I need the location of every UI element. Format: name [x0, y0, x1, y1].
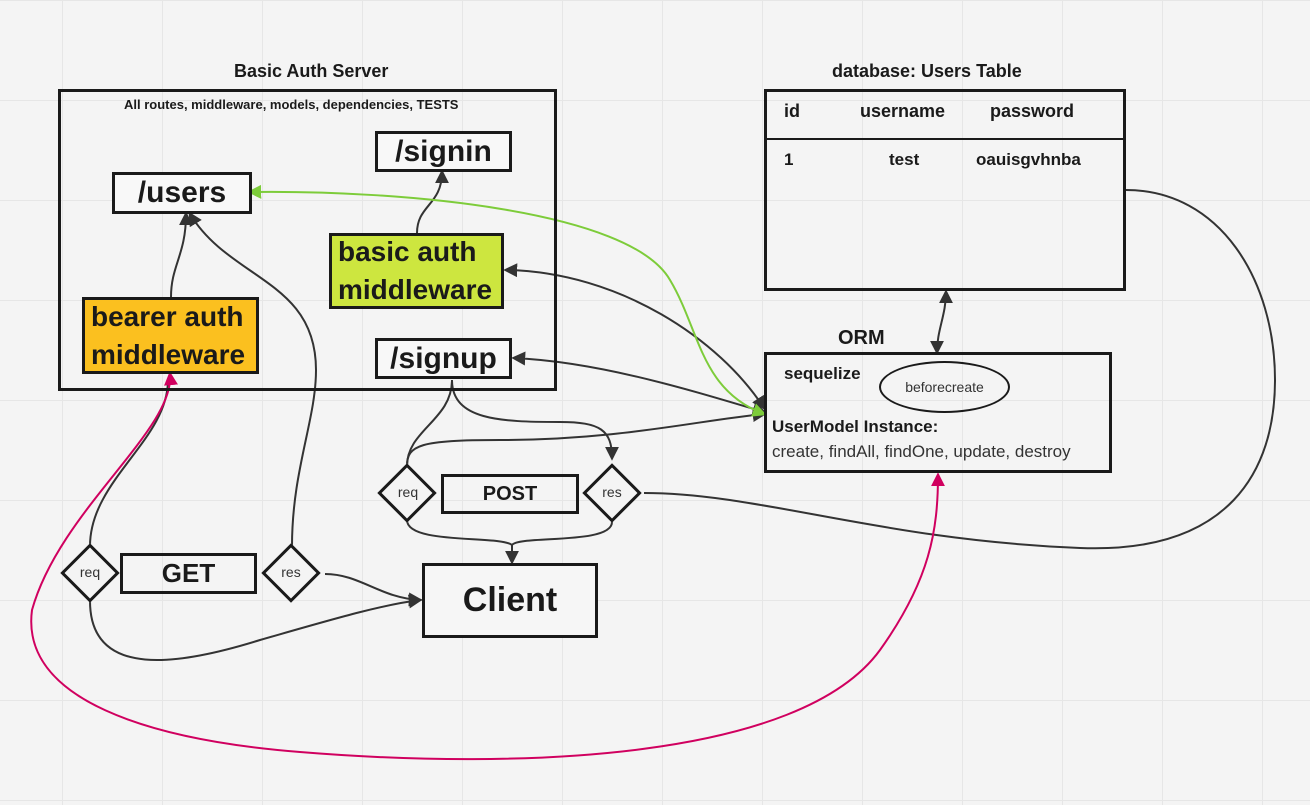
bearer-auth-line2: middleware: [91, 338, 246, 370]
get-req-label: req: [79, 564, 101, 580]
cell-username: test: [889, 150, 920, 169]
route-signup[interactable]: /signup: [375, 338, 512, 379]
get-res-label: res: [281, 564, 301, 580]
route-users[interactable]: /users: [112, 172, 252, 214]
connector-orm-to-database: [930, 289, 953, 355]
users-table: [764, 89, 1126, 291]
connector-post-req-to-client: [406, 519, 513, 546]
column-header-id: id: [784, 101, 800, 121]
connector-post-res-to-database: [643, 189, 1277, 550]
usermodel-methods: create, findAll, findOne, update, destro…: [772, 442, 1071, 461]
usermodel-instance-label: UserModel Instance:: [772, 417, 939, 436]
table-header-divider: [767, 138, 1123, 140]
bearer-auth-middleware[interactable]: bearer auth middleware: [82, 297, 259, 374]
column-header-username: username: [860, 101, 946, 121]
connector-get-req-to-client: [89, 594, 423, 662]
server-subtitle: All routes, middleware, models, dependen…: [124, 97, 459, 112]
bearer-auth-line1: bearer auth: [91, 300, 244, 332]
orm-title: ORM: [838, 327, 885, 349]
post-method-box[interactable]: POST: [441, 474, 579, 514]
connector-signup-to-post-res: [451, 379, 619, 461]
cell-password: oauisgvhnba: [976, 150, 1081, 169]
connector-get-req-to-bearer: [89, 379, 169, 547]
connector-get-res-to-client: [324, 573, 423, 607]
get-method-box[interactable]: GET: [120, 553, 257, 594]
client-box[interactable]: Client: [422, 563, 598, 638]
post-res-label: res: [602, 484, 622, 500]
server-title: Basic Auth Server: [234, 61, 389, 81]
cell-id: 1: [784, 150, 794, 169]
connector-post-req-to-orm: [406, 408, 767, 467]
connector-orm-to-users-green: [247, 184, 767, 417]
connector-bearer-auth-to-users: [170, 211, 193, 298]
column-header-password: password: [990, 101, 1075, 121]
basic-auth-line1: basic auth: [338, 236, 477, 267]
orm-container: [764, 352, 1112, 473]
basic-auth-middleware[interactable]: basic auth middleware: [329, 233, 504, 309]
route-signin[interactable]: /signin: [375, 131, 512, 172]
server-container: [58, 89, 557, 391]
beforecreate-hook[interactable]: beforecreate: [879, 361, 1010, 413]
basic-auth-line2: middleware: [338, 274, 493, 305]
connector-post-res-to-client: [505, 521, 613, 565]
connector-signup-to-post-req: [406, 379, 453, 467]
post-req-label: req: [397, 484, 419, 500]
sequelize-label: sequelize: [784, 364, 861, 383]
connector-bearer-to-orm-magenta: [30, 371, 945, 761]
database-title: database: Users Table: [832, 61, 1022, 81]
